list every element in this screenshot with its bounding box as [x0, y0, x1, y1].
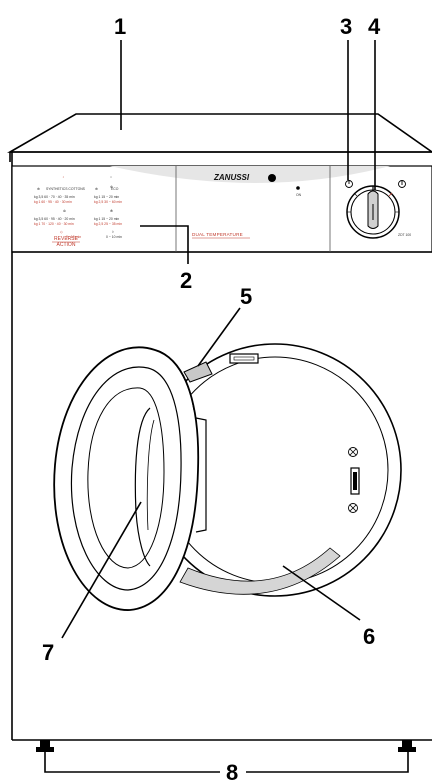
callout-8: 8	[226, 760, 238, 781]
top-lid	[7, 113, 432, 162]
callout-3: 3	[340, 14, 352, 39]
indicator-lamp	[268, 174, 276, 182]
small-label: ON	[296, 193, 302, 197]
callout-1: 1	[114, 14, 126, 39]
door-opening	[148, 343, 402, 597]
small-indicator	[296, 186, 300, 190]
legend-left-row-1: kg 1 60 · 95 · 40 · 30 min	[34, 200, 72, 204]
brand-logo: ZANUSSI	[213, 173, 250, 182]
program-legend-right: ○ ⊕ ECO ✲ kg 1 15 ~ 20 min kg 2,5 30 ~ 6…	[94, 175, 122, 239]
foot-left	[40, 740, 50, 748]
legend-dot: ⊕	[37, 187, 40, 191]
legend-right-drop-icon: ◊	[112, 230, 114, 234]
panel-arc	[110, 166, 390, 183]
legend-right-sun: ✲	[110, 185, 113, 189]
model-label: ZDT 100	[398, 233, 411, 237]
dual-temperature-label: DUAL TEMPERATURE	[192, 232, 243, 237]
legend-left-header: SYNTHETICS COTTONS	[46, 187, 86, 191]
callout-labels: 1 2 3 4 5 6 7 8	[42, 14, 381, 781]
legend-right-row-2: kg 1 15 ~ 20 min	[94, 217, 119, 221]
legend-right-row-1: kg 2,5 30 ~ 60 min	[94, 200, 122, 204]
callout-4: 4	[368, 14, 381, 39]
on-off-symbol-left	[345, 180, 353, 188]
reverse-action-badge: REVERSE ACTION	[52, 236, 80, 248]
adjustable-feet	[36, 740, 416, 752]
legend-right-icon: ○	[110, 175, 112, 179]
legend-left-row-2: kg 3,5 60 · 95 · 40 · 20 min	[34, 217, 75, 221]
callout-5: 5	[240, 284, 252, 309]
foot-right	[402, 740, 412, 748]
door-seal	[179, 547, 341, 595]
legend-right-mid-icon: ✻	[110, 209, 113, 213]
legend-left-row-3: kg 1 70 · 120 · 40 · 30 min	[34, 222, 74, 226]
program-knob[interactable]	[346, 185, 400, 239]
legend-left-row-0: kg 3,5 60 · 70 · 40 · 35 min	[34, 195, 75, 199]
legend-right-dot: ⊕	[95, 187, 98, 191]
callout-6: 6	[363, 624, 375, 649]
leader-lines	[44, 40, 409, 773]
legend-drop-icon: ◇	[60, 230, 63, 234]
legend-right-bottom: 0 ~ 10 min	[106, 235, 122, 239]
legend-mid-icon: ⊛	[63, 209, 66, 213]
open-door[interactable]	[53, 346, 207, 611]
legend-right-row-0: kg 1 15 ~ 20 min	[94, 195, 119, 199]
screw-top-icon	[348, 447, 358, 457]
reverse-label: REVERSE	[54, 236, 79, 242]
legend-left-bottom: 0 · 10 min	[66, 235, 81, 239]
program-legend-left: ♁ SYNTHETICS COTTONS ⊕ kg 3,5 60 · 70 · …	[34, 175, 86, 239]
screw-bottom-icon	[348, 503, 358, 513]
legend-right-header: ECO	[111, 187, 119, 191]
legend-right-row-3: kg 2,5 25 ~ 35 min	[94, 222, 122, 226]
callout-7: 7	[42, 640, 54, 665]
legend-symbol: ♁	[62, 175, 65, 179]
on-off-symbol-right	[398, 180, 406, 188]
action-label: ACTION	[57, 242, 76, 248]
callout-2: 2	[180, 268, 192, 293]
